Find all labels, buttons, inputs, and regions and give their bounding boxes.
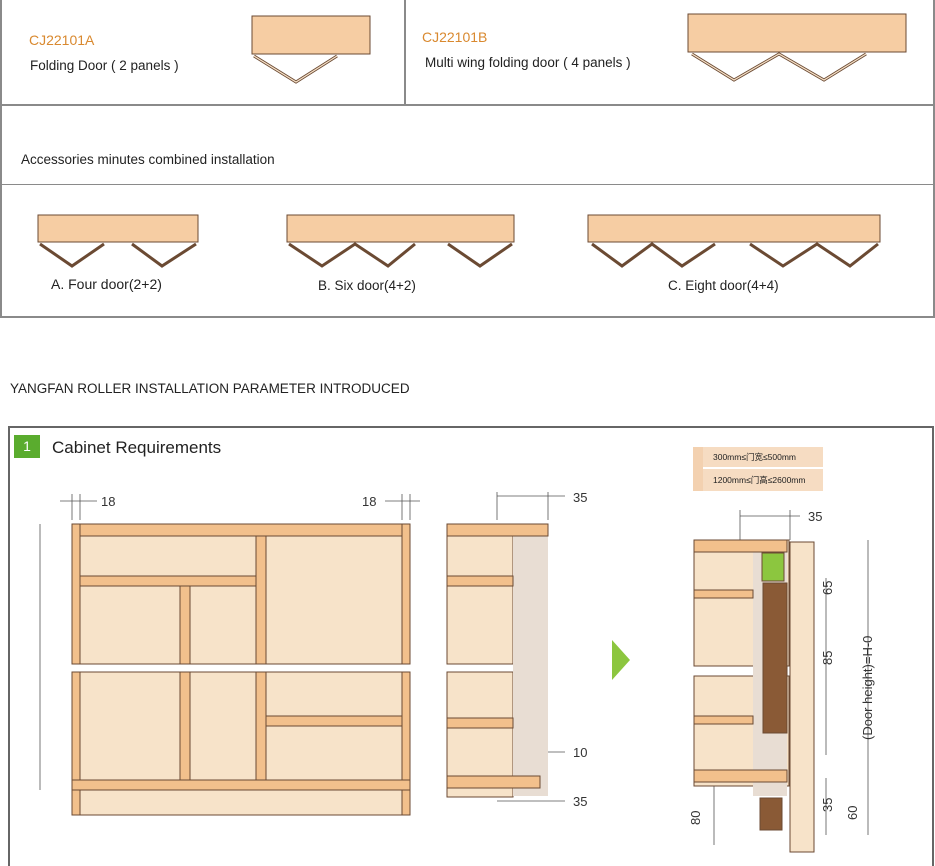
door-leaf xyxy=(691,52,867,82)
track-panel xyxy=(37,214,199,243)
step-title: Cabinet Requirements xyxy=(52,438,222,457)
dim-10: 10 xyxy=(573,745,587,760)
track-panel xyxy=(587,214,881,243)
door-leaf xyxy=(39,242,105,268)
track-panel xyxy=(251,15,371,55)
cabinet-drawings: 18 18 35 10 35 35 65 85 (Door height)=H-… xyxy=(39,490,875,853)
dim-35: 35 xyxy=(573,490,587,505)
section-title: YANGFAN ROLLER INSTALLATION PARAMETER IN… xyxy=(10,381,410,396)
door-leaf xyxy=(131,242,197,268)
door-leaf xyxy=(591,242,716,268)
door-leaf xyxy=(447,242,513,268)
dim-35: 35 xyxy=(820,798,835,812)
roller-wheel xyxy=(761,552,785,582)
step-badge: 1 xyxy=(14,435,40,458)
dim-18-left: 18 xyxy=(101,494,115,509)
folding-door-diagrams xyxy=(37,13,907,268)
accessories-heading: Accessories minutes combined installatio… xyxy=(21,152,275,167)
dim-35: 35 xyxy=(573,794,587,809)
dim-door-height: (Door height)=H-0 xyxy=(860,636,875,740)
cabinet-side-view xyxy=(446,523,549,798)
option-label: C. Eight door(4+4) xyxy=(668,278,779,293)
arrow-icon xyxy=(612,640,630,680)
dim-60: 60 xyxy=(845,806,860,820)
track-panel xyxy=(687,13,907,53)
dim-80: 80 xyxy=(688,811,703,825)
product-name: Folding Door ( 2 panels ) xyxy=(30,58,179,73)
door-leaf xyxy=(749,242,879,268)
roller-bracket xyxy=(762,582,788,734)
product-name: Multi wing folding door ( 4 panels ) xyxy=(425,55,631,70)
cabinet-section xyxy=(8,426,934,866)
cabinet-front-view xyxy=(71,523,411,816)
dim-35: 35 xyxy=(808,509,822,524)
option-label: B. Six door(4+2) xyxy=(318,278,416,293)
row-divider xyxy=(0,184,935,185)
track-panel xyxy=(286,214,515,243)
col-divider xyxy=(404,0,406,105)
product-code: CJ22101A xyxy=(29,32,95,48)
requirement-box: 300mm≤门宽≤500mm 1200mm≤门高≤2600mm xyxy=(693,447,823,491)
option-label: A. Four door(2+2) xyxy=(51,276,162,292)
product-table xyxy=(0,0,935,318)
dim-85: 85 xyxy=(820,651,835,665)
dim-18-right: 18 xyxy=(362,494,376,509)
product-code: CJ22101B xyxy=(422,29,488,45)
height-requirement: 1200mm≤门高≤2600mm xyxy=(713,475,806,485)
door-leaf xyxy=(288,242,416,268)
roller-detail-view xyxy=(693,539,815,853)
door-leaf xyxy=(253,54,338,84)
row-divider xyxy=(0,104,935,106)
width-requirement: 300mm≤门宽≤500mm xyxy=(713,452,797,462)
dim-65: 65 xyxy=(820,581,835,595)
